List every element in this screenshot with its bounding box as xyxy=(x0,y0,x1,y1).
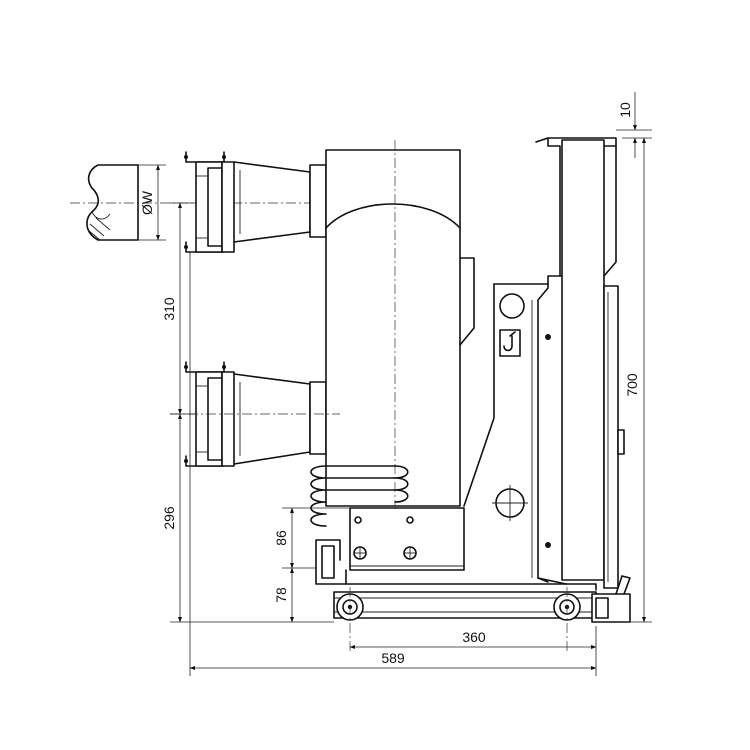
dim-chassis-height: 86 xyxy=(273,530,289,546)
dim-top-offset: 10 xyxy=(617,102,633,118)
front-panel xyxy=(315,507,465,585)
lower-contact-arm xyxy=(184,361,327,467)
dim-wheel-base: 360 xyxy=(462,629,486,645)
dimensions: 10 700 310 296 86 78 360 589 xyxy=(161,92,652,676)
dim-overall-depth: 589 xyxy=(381,650,405,666)
trolley-chassis xyxy=(333,569,631,652)
hook-icon xyxy=(503,331,516,352)
dim-wheel-height: 78 xyxy=(273,587,289,603)
insulating-pole xyxy=(310,140,475,527)
upper-contact-arm xyxy=(184,151,327,253)
dim-pole-spacing: 310 xyxy=(161,297,177,321)
mechanism-housing xyxy=(463,137,625,589)
dim-height-total: 700 xyxy=(624,373,640,397)
dim-lower-height: 296 xyxy=(161,506,177,530)
contact-diameter-label: ØW xyxy=(139,190,155,215)
